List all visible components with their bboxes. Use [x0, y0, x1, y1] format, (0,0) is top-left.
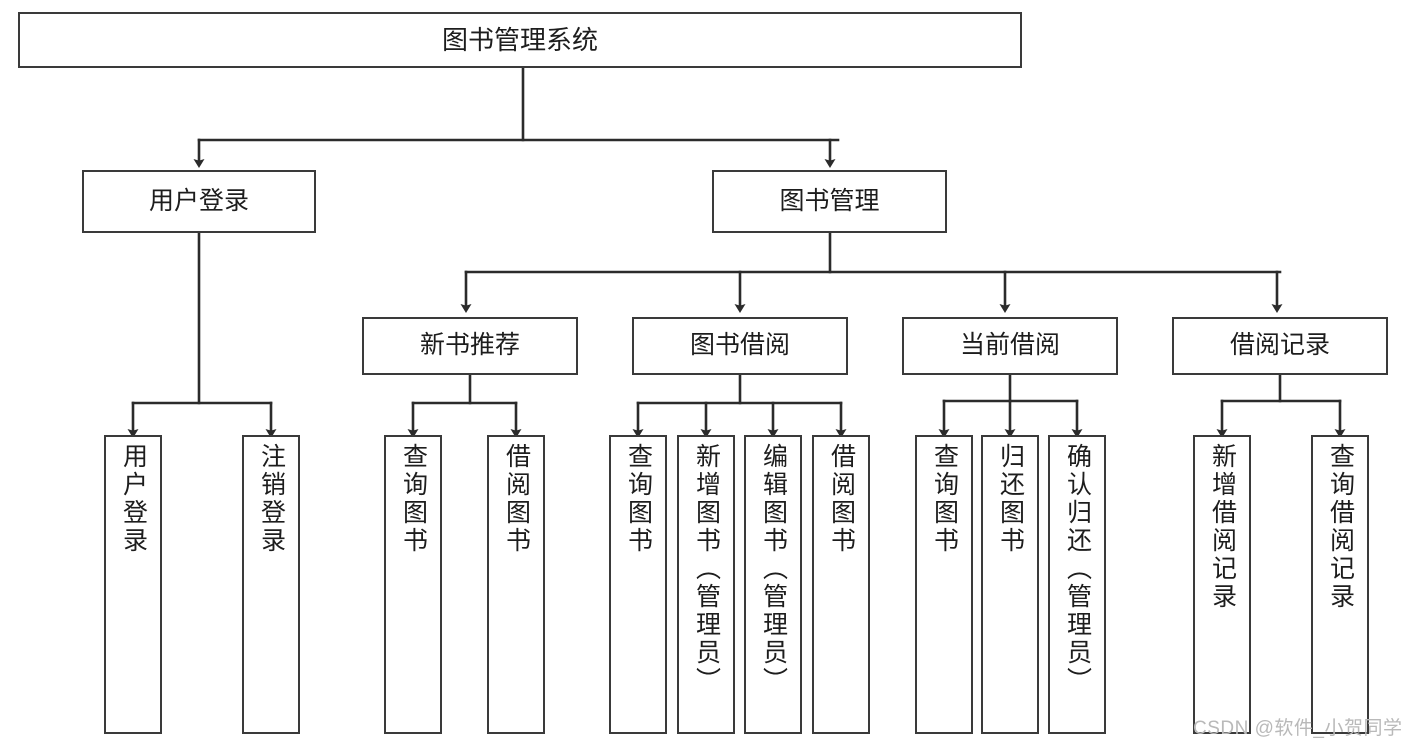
node-leaf-edit-book-admin-label: 编辑图书（管理员） [759, 443, 788, 695]
node-borrow-record-label: 借阅记录 [1229, 331, 1330, 360]
node-book-borrow[interactable]: 图书借阅 [632, 317, 848, 375]
node-leaf-query-borrow-record-label: 查询借阅记录 [1326, 443, 1355, 611]
node-leaf-add-book-admin-label: 新增图书（管理员） [692, 443, 721, 695]
node-leaf-user-login[interactable]: 用户登录 [104, 435, 162, 734]
node-borrow-record[interactable]: 借阅记录 [1172, 317, 1388, 375]
watermark: CSDN @软件_小贺同学 [1193, 718, 1403, 739]
node-leaf-query-book-1-label: 查询图书 [399, 443, 428, 555]
node-root[interactable]: 图书管理系统 [18, 12, 1022, 68]
node-leaf-borrow-book-1[interactable]: 借阅图书 [487, 435, 545, 734]
node-book-management[interactable]: 图书管理 [712, 170, 947, 233]
node-leaf-edit-book-admin[interactable]: 编辑图书（管理员） [744, 435, 802, 734]
node-user-login-label: 用户登录 [148, 186, 249, 215]
node-leaf-query-book-2[interactable]: 查询图书 [609, 435, 667, 734]
node-new-book-recommend-label: 新书推荐 [419, 331, 520, 360]
node-leaf-borrow-book-2-label: 借阅图书 [827, 443, 856, 555]
node-leaf-borrow-book-1-label: 借阅图书 [502, 443, 531, 555]
node-current-borrow[interactable]: 当前借阅 [902, 317, 1118, 375]
node-root-label: 图书管理系统 [441, 24, 598, 55]
node-user-login[interactable]: 用户登录 [82, 170, 316, 233]
node-leaf-borrow-book-2[interactable]: 借阅图书 [812, 435, 870, 734]
node-leaf-user-login-label: 用户登录 [119, 443, 148, 555]
node-leaf-query-book-3[interactable]: 查询图书 [915, 435, 973, 734]
node-leaf-query-borrow-record[interactable]: 查询借阅记录 [1311, 435, 1369, 734]
node-leaf-confirm-return-admin[interactable]: 确认归还（管理员） [1048, 435, 1106, 734]
node-book-management-label: 图书管理 [779, 186, 880, 215]
node-leaf-add-book-admin[interactable]: 新增图书（管理员） [677, 435, 735, 734]
node-leaf-add-borrow-record[interactable]: 新增借阅记录 [1193, 435, 1251, 734]
node-leaf-query-book-2-label: 查询图书 [624, 443, 653, 555]
node-leaf-return-book[interactable]: 归还图书 [981, 435, 1039, 734]
node-leaf-return-book-label: 归还图书 [996, 443, 1025, 555]
node-leaf-logout-login[interactable]: 注销登录 [242, 435, 300, 734]
node-book-borrow-label: 图书借阅 [689, 331, 790, 360]
node-new-book-recommend[interactable]: 新书推荐 [362, 317, 578, 375]
node-leaf-query-book-3-label: 查询图书 [930, 443, 959, 555]
node-leaf-add-borrow-record-label: 新增借阅记录 [1208, 443, 1237, 611]
node-leaf-logout-login-label: 注销登录 [257, 443, 286, 555]
node-leaf-confirm-return-admin-label: 确认归还（管理员） [1063, 443, 1092, 695]
node-leaf-query-book-1[interactable]: 查询图书 [384, 435, 442, 734]
node-current-borrow-label: 当前借阅 [959, 331, 1060, 360]
